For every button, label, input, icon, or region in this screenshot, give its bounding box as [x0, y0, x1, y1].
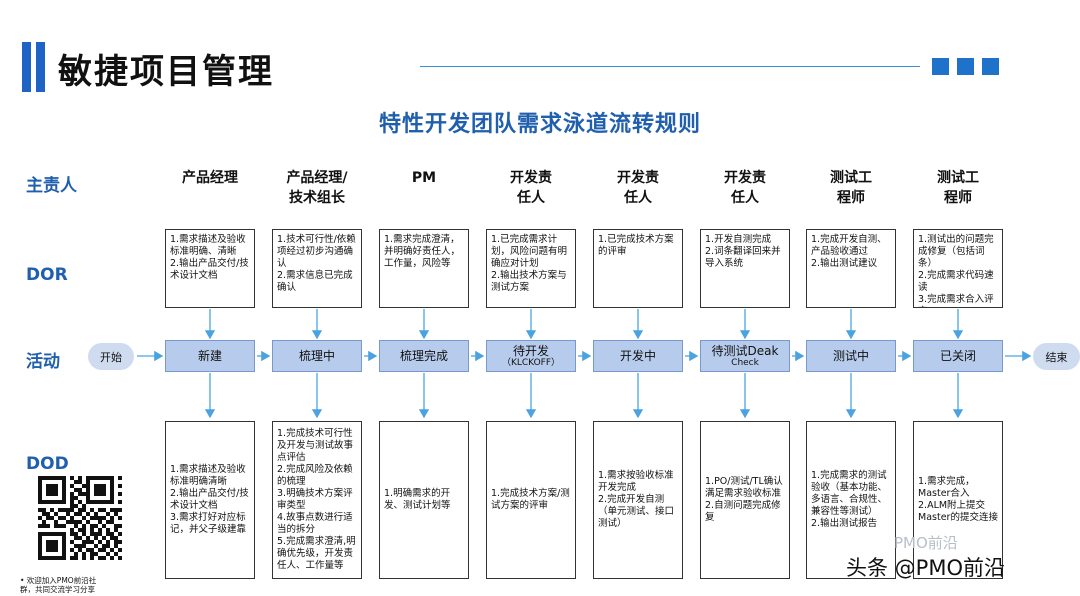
stage-node: 新建: [165, 340, 255, 372]
qr-code-icon: [38, 476, 122, 560]
owner-role: 开发责任人: [724, 170, 766, 206]
owner-role: 测试工程师: [830, 170, 872, 206]
decorative-square-icon: [932, 58, 949, 75]
stage-node: 已关闭: [913, 340, 1003, 372]
dor-box: 1.需求完成澄清，并明确好责任人，工作量，风险等: [379, 229, 469, 308]
title-accent-bar: [22, 42, 31, 92]
row-label-owner: 主责人: [26, 176, 77, 196]
stage-node: 测试中: [806, 340, 896, 372]
stage-node: 梳理完成: [379, 340, 469, 372]
footer-note: • 欢迎加入PMO前沿社 群，共同交流学习分享: [20, 576, 97, 594]
dor-box: 1.已完成技术方案的评审: [593, 229, 683, 308]
watermark: PMO前沿: [894, 534, 958, 552]
diagram-subtitle: 特性开发团队需求泳道流转规则: [378, 112, 701, 137]
stage-node: 开发中: [593, 340, 683, 372]
title-divider-line: [420, 66, 920, 67]
owner-role: 产品经理: [182, 170, 238, 186]
stage-node: 待开发（KLCKOFF）: [486, 340, 576, 372]
title-accent-bar: [36, 42, 45, 92]
dod-box: 1.明确需求的开发、测试计划等: [379, 421, 469, 579]
page-title: 敏捷项目管理: [58, 52, 274, 92]
decorative-square-icon: [982, 58, 999, 75]
dod-box: 1.完成技术方案/测试方案的评审: [486, 421, 576, 579]
owner-role: 开发责任人: [617, 170, 659, 206]
attribution: 头条 @PMO前沿: [846, 556, 1005, 580]
dod-box: 1.完成需求的测试验收（基本功能、多语言、合规性、兼容性等测试）2.输出测试报告: [806, 421, 896, 579]
row-label-dod: DOD: [26, 454, 69, 474]
decorative-square-icon: [957, 58, 974, 75]
owner-role: PM: [411, 170, 437, 186]
row-label-activity: 活动: [26, 352, 60, 372]
owner-role: 测试工程师: [937, 170, 979, 206]
stage-node: 梳理中: [272, 340, 362, 372]
row-label-dor: DOR: [26, 265, 68, 285]
owner-role: 产品经理/技术组长: [286, 170, 348, 206]
owner-role: 开发责任人: [510, 170, 552, 206]
end-node: 结束: [1033, 343, 1080, 370]
start-node: 开始: [88, 343, 134, 370]
